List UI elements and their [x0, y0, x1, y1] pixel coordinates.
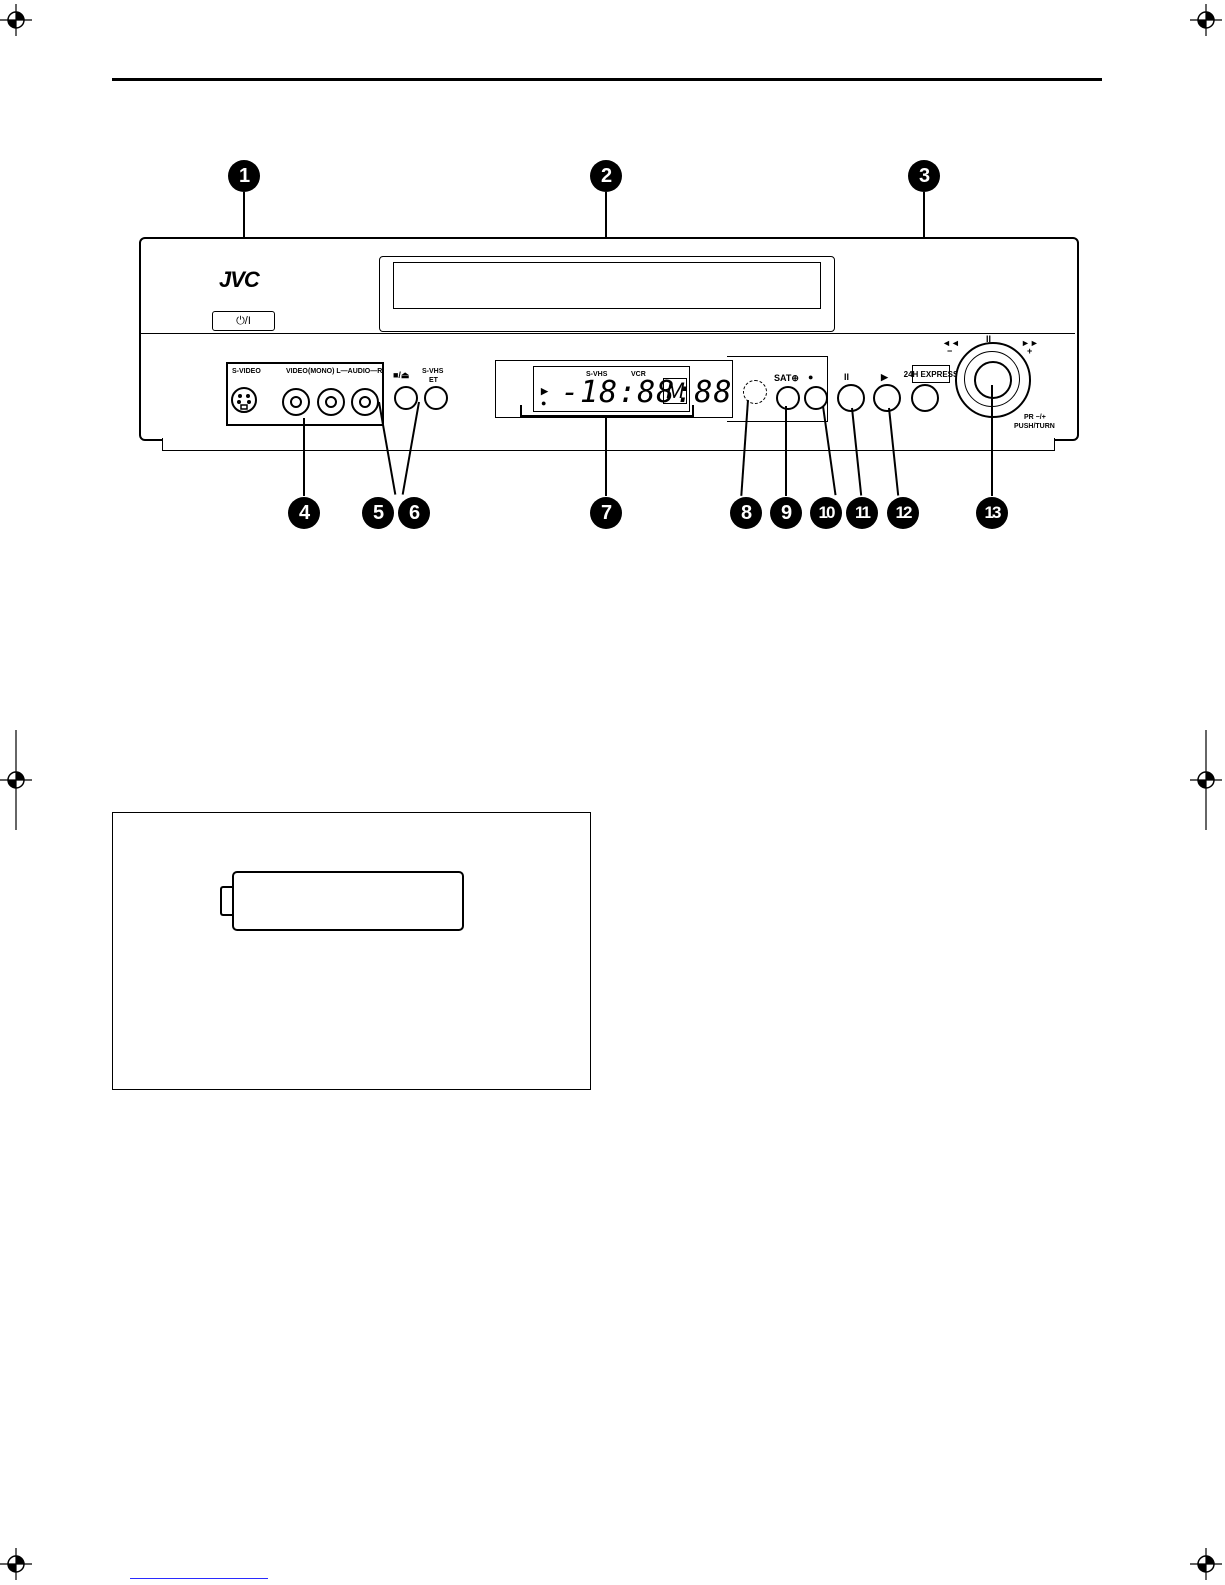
crosshair-icon [1190, 730, 1222, 830]
crosshair-icon [0, 730, 32, 830]
crosshair-icon [1190, 1548, 1222, 1580]
pr-label: PR −/+ [1024, 414, 1046, 421]
vcr-base [162, 438, 1055, 451]
express-label: 24H EXPRESS [912, 365, 950, 383]
callout-2: 2 [590, 160, 622, 192]
leader-line [991, 385, 993, 496]
callout-12: 12 [887, 497, 919, 529]
leader-line [785, 406, 787, 496]
callout-9: 9 [770, 497, 802, 529]
rca-jack-icon[interactable] [282, 388, 310, 416]
sat-button[interactable] [776, 386, 800, 410]
leader-line [605, 418, 607, 496]
play-label: ▶ [881, 372, 888, 383]
plus-label: + [1027, 346, 1032, 356]
express-button[interactable] [911, 384, 939, 412]
svideo-label: S-VIDEO [232, 368, 261, 375]
sat-label: SAT⊕ [774, 373, 799, 384]
footer-link-underline [130, 1578, 268, 1579]
callout-8: 8 [730, 497, 762, 529]
et-label: ET [429, 377, 438, 384]
callout-10: 10 [810, 497, 842, 529]
callout-6: 6 [398, 497, 430, 529]
battery-icon [232, 871, 464, 931]
audio-label: (MONO) L—AUDIO—R [308, 368, 382, 375]
rec-label: ● [808, 372, 813, 382]
rca-jack-icon[interactable] [317, 388, 345, 416]
battery-illustration-box [112, 812, 591, 1090]
svhs-et-button[interactable] [424, 386, 448, 410]
leader-line [303, 418, 305, 496]
rca-jack-icon[interactable] [351, 388, 379, 416]
callout-11: 11 [846, 497, 878, 529]
battery-terminal [220, 886, 234, 916]
mode-indicator: M [663, 378, 687, 404]
crosshair-icon [1190, 4, 1222, 36]
callout-5: 5 [362, 497, 394, 529]
jog-dial[interactable] [974, 361, 1012, 399]
callout-13: 13 [976, 497, 1008, 529]
svhs-et-label: S-VHS [422, 368, 443, 375]
video-label: VIDEO [286, 368, 308, 375]
stop-eject-label: ■/⏏ [393, 370, 409, 381]
header-rule [112, 78, 1102, 81]
power-button[interactable]: ⏻/I [212, 311, 275, 331]
stop-eject-button[interactable] [394, 386, 418, 410]
callout-3: 3 [908, 160, 940, 192]
rec-button[interactable] [804, 386, 828, 410]
push-turn-label: PUSH/TURN [1014, 423, 1055, 430]
minus-label: − [947, 346, 952, 356]
crosshair-icon [0, 4, 32, 36]
cassette-door [393, 262, 821, 309]
brand-logo: JVC [219, 267, 259, 293]
play-indicator: ▶ [541, 386, 548, 397]
pause-label: II [844, 372, 849, 382]
callout-4: 4 [288, 497, 320, 529]
crosshair-icon [0, 1548, 32, 1580]
svideo-jack-icon[interactable] [230, 386, 258, 414]
callout-7: 7 [590, 497, 622, 529]
callout-1: 1 [228, 160, 260, 192]
display-bracket [520, 405, 694, 417]
